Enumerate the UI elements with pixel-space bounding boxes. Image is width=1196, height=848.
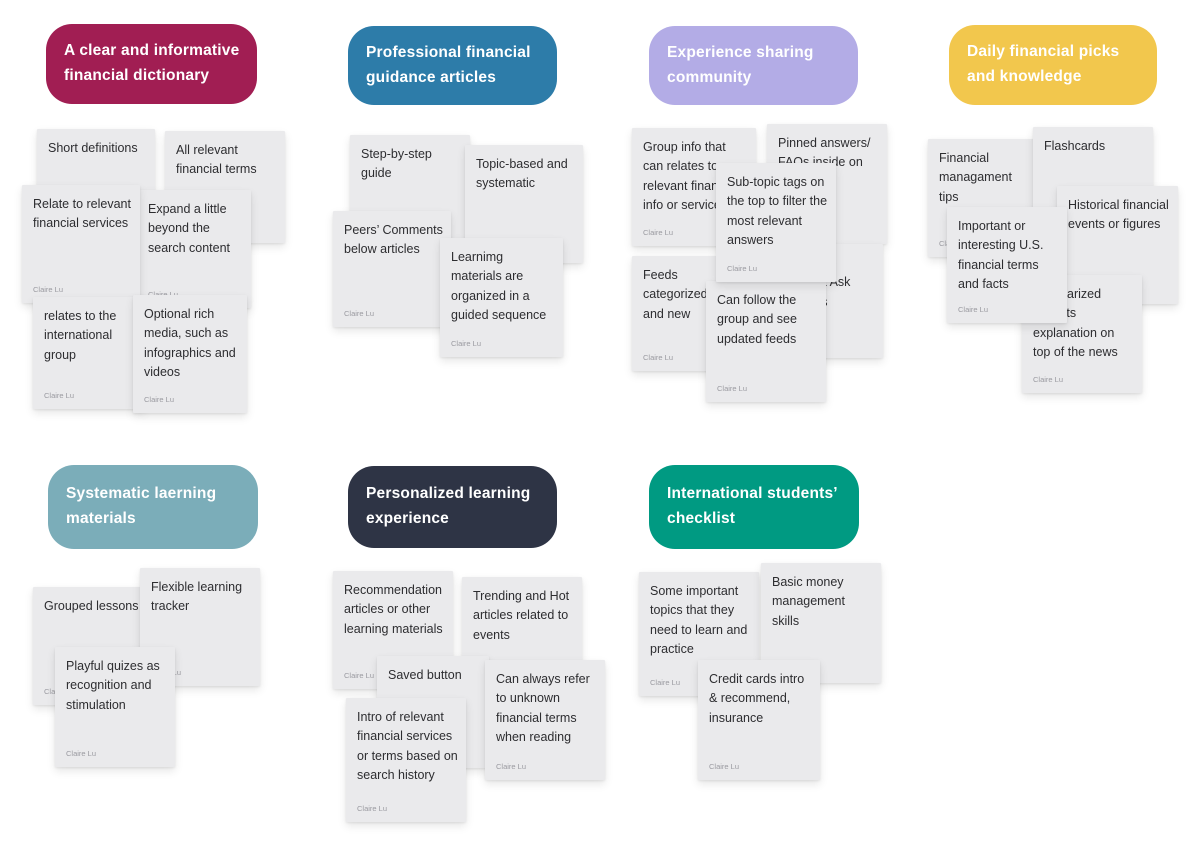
note-text: All relevant financial terms	[176, 143, 257, 177]
sticky-note[interactable]: Intro of relevant financial services or …	[346, 698, 466, 822]
note-text: Saved button	[388, 668, 462, 682]
note-author: Claire Lu	[451, 339, 482, 348]
sticky-note[interactable]: Expand a little beyond the search conten…	[137, 190, 251, 308]
group-title: Professional financial guidance articles	[366, 43, 531, 86]
note-text: Can always refer to unknown financial te…	[496, 672, 590, 745]
note-author: Claire Lu	[643, 353, 674, 362]
note-author: Claire Lu	[357, 804, 388, 813]
note-text: Financial managament tips	[939, 151, 1012, 204]
note-text: Recommendation articles or other learnin…	[344, 583, 443, 636]
sticky-note[interactable]: Learnimg materials are organized in a gu…	[440, 238, 563, 357]
group-header-guidance-articles[interactable]: Professional financial guidance articles	[348, 26, 557, 105]
group-title: A clear and informative financial dictio…	[64, 42, 240, 84]
note-author: Claire Lu	[344, 309, 375, 318]
note-author: Claire Lu	[650, 678, 681, 687]
group-header-sharing-community[interactable]: Experience sharing community	[649, 26, 858, 105]
note-text: Some important topics that they need to …	[650, 584, 748, 657]
note-author: Claire Lu	[958, 305, 989, 314]
note-text: Relate to relevant financial services	[33, 197, 131, 231]
sticky-note[interactable]: Some important topics that they need to …	[639, 572, 759, 696]
note-text: Step-by-step guide	[361, 147, 432, 181]
note-text: Playful quizes as recognition and stimul…	[66, 659, 160, 712]
sticky-note[interactable]: Can follow the group and see updated fee…	[706, 281, 826, 402]
group-header-international-checklist[interactable]: International students’ checklist	[649, 465, 859, 549]
group-header-financial-dictionary[interactable]: A clear and informative financial dictio…	[46, 24, 257, 104]
note-text: Learnimg materials are organized in a gu…	[451, 250, 547, 323]
note-author: Claire Lu	[144, 395, 175, 404]
note-text: Credit cards intro & recommend, insuranc…	[709, 672, 805, 725]
note-text: Grouped lessons	[44, 599, 139, 613]
group-title: Personalized learning experience	[366, 485, 531, 527]
note-author: Claire Lu	[66, 749, 97, 758]
sticky-note[interactable]: Important or interesting U.S. financial …	[947, 207, 1067, 323]
group-header-daily-picks[interactable]: Daily financial picks and knowledge	[949, 25, 1157, 105]
sticky-note[interactable]: Can always refer to unknown financial te…	[485, 660, 605, 780]
note-text: Important or interesting U.S. financial …	[958, 219, 1044, 292]
note-text: Basic money management skills	[772, 575, 845, 628]
note-text: Optional rich media, such as infographic…	[144, 307, 236, 380]
note-text: relates to the international group	[44, 309, 117, 362]
note-author: Claire Lu	[496, 762, 527, 771]
sticky-note[interactable]: Sub-topic tags on the top to filter the …	[716, 163, 836, 282]
sticky-note[interactable]: Playful quizes as recognition and stimul…	[55, 647, 175, 767]
note-text: Flexible learning tracker	[151, 580, 243, 614]
note-text: Peers’ Comments below articles	[344, 223, 443, 257]
group-header-personalized-experience[interactable]: Personalized learning experience	[348, 466, 557, 548]
group-title: Experience sharing community	[667, 43, 814, 86]
group-title: International students’ checklist	[667, 485, 837, 527]
group-header-systematic-materials[interactable]: Systematic laerning materials	[48, 465, 258, 549]
note-text: Historical financial events or figures	[1068, 198, 1169, 232]
note-author: Claire Lu	[727, 264, 758, 273]
note-author: Claire Lu	[1033, 375, 1064, 384]
note-author: Claire Lu	[148, 290, 178, 299]
sticky-note[interactable]: Credit cards intro & recommend, insuranc…	[698, 660, 820, 780]
note-author: Claire Lu	[717, 384, 748, 393]
note-author: Claire Lu	[344, 671, 375, 680]
note-text: Short definitions	[48, 141, 138, 155]
group-title: Daily financial picks and knowledge	[967, 43, 1120, 85]
note-text: Trending and Hot articles related to eve…	[473, 589, 570, 642]
note-text: Topic-based and systematic	[476, 157, 568, 191]
note-text: Flashcards	[1044, 139, 1106, 153]
note-author: Claire Lu	[643, 228, 674, 237]
note-text: Can follow the group and see updated fee…	[717, 293, 797, 346]
note-author: Claire Lu	[709, 762, 740, 771]
group-title: Systematic laerning materials	[66, 485, 217, 527]
sticky-note[interactable]: Optional rich media, such as infographic…	[133, 295, 247, 413]
note-text: Sub-topic tags on the top to filter the …	[727, 175, 828, 248]
note-author: Claire Lu	[44, 391, 75, 400]
note-text: Intro of relevant financial services or …	[357, 710, 458, 783]
sticky-note[interactable]: Recommendation articles or other learnin…	[333, 571, 453, 689]
note-author: Claire Lu	[33, 285, 64, 294]
note-text: Expand a little beyond the search conten…	[148, 202, 230, 255]
note-text: Group info that can relates to relevant …	[643, 140, 737, 213]
